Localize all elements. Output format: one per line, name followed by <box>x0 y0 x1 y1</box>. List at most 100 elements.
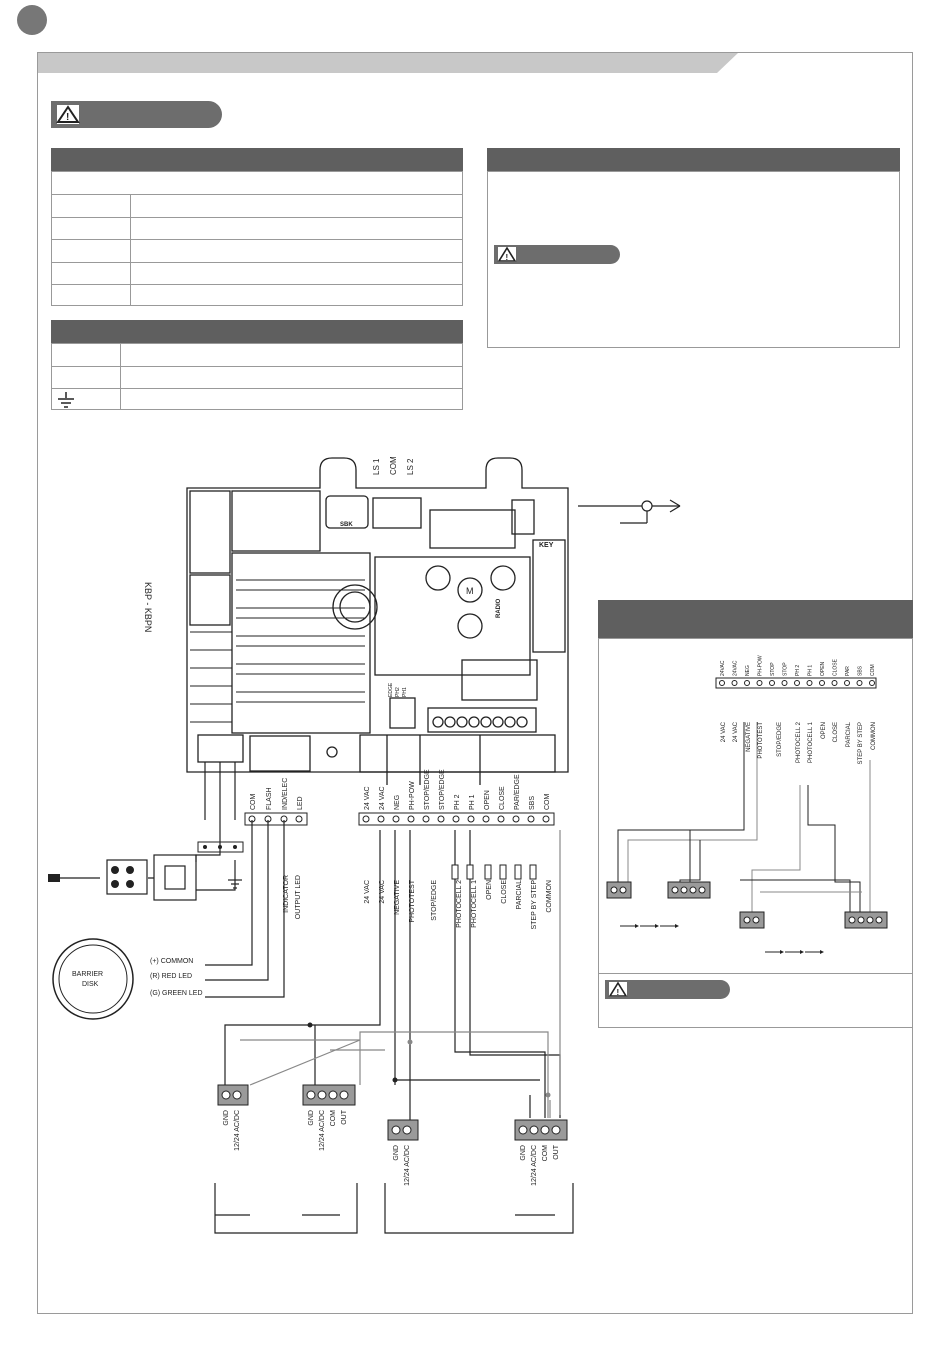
side-terminal-label: PH 2 <box>795 665 801 676</box>
right-terminal-screw <box>392 815 400 823</box>
side-terminal-desc: PHOTOCELL 2 <box>796 721 802 763</box>
right-terminal-desc: OPEN <box>486 880 493 900</box>
right-terminal-screw <box>437 815 445 823</box>
left-terminal-label: COM <box>250 794 257 811</box>
table2-header <box>51 320 463 343</box>
svg-text:!: ! <box>506 253 509 262</box>
right-terminal-label: 24 VAC <box>379 786 386 810</box>
side-terminal-label: 24VAC <box>733 660 739 676</box>
side-terminal-screw <box>806 680 813 686</box>
svg-text:!: ! <box>617 988 620 997</box>
left-terminal-screw <box>248 815 256 823</box>
right-terminal-desc: 24 VAC <box>379 880 386 904</box>
side-photocell-tx1 <box>606 881 632 899</box>
side-terminal-label: OPEN <box>820 661 826 676</box>
board-label-key: KEY <box>539 542 554 549</box>
svg-text:!: ! <box>66 112 69 123</box>
side-terminal-desc: 24 VAC <box>721 721 727 742</box>
photocell-tx1-label: 12/24 AC/DC <box>234 1110 241 1151</box>
photocell-rx1-label: 12/24 AC/DC <box>319 1110 326 1151</box>
left-terminal-screw <box>295 815 303 823</box>
board-label-sbk: SBK <box>340 522 353 528</box>
photocell-rx1-label: OUT <box>341 1109 348 1125</box>
right-terminal-label: 24 VAC <box>364 786 371 810</box>
side-terminal-desc: CLOSE <box>833 722 839 742</box>
side-terminal-desc: PHOTOCELL 1 <box>808 721 814 763</box>
photocell-rx2-label: GND <box>520 1145 527 1161</box>
side-terminal-screw <box>794 680 800 686</box>
side-terminal-screw <box>844 680 850 686</box>
side-terminal-screw <box>869 680 875 686</box>
photocell-tx2-label: GND <box>393 1145 400 1161</box>
right-terminal-desc: STOP/EDGE <box>431 880 438 921</box>
right-terminal-desc: COMMON <box>546 880 553 913</box>
side-terminal-desc: COMMON <box>871 722 877 750</box>
photocell-tx1-label: GND <box>223 1110 230 1126</box>
right-terminal-label: PH 2 <box>454 794 461 810</box>
side-terminal-screw <box>756 680 763 686</box>
board-label-ls1: LS 1 <box>372 458 381 475</box>
side-terminal-desc: NEGATIVE <box>746 722 752 752</box>
side-warning-banner: ! <box>605 980 730 999</box>
right-terminal-desc: STEP BY STEP <box>531 880 538 930</box>
contact-switch <box>514 864 522 880</box>
page-marker-dot <box>17 5 47 35</box>
contact-switch <box>484 864 492 880</box>
contact-switch <box>451 864 459 880</box>
photocells: GND 12/24 AC/DC GND 12/24 AC/DC COM OUT GND 12/… <box>217 1084 568 1186</box>
right-terminal-screw <box>512 815 520 823</box>
side-panel-header <box>598 600 913 638</box>
right-terminal-label: OPEN <box>484 790 491 810</box>
right-terminal-screw <box>377 815 385 823</box>
table2 <box>51 343 463 410</box>
dip-label-edge: EDGE <box>388 682 394 697</box>
left-terminal-label: LED <box>297 796 304 810</box>
photocell-tx2-label: 12/24 AC/DC <box>404 1145 411 1186</box>
left-terminal-desc: INDICATOR <box>283 875 290 913</box>
control-board <box>186 457 569 785</box>
side-terminal-label: CLOSE <box>833 658 839 676</box>
side-terminal-label: STOP <box>783 662 789 676</box>
right-terminal-label: PH-POW <box>409 781 416 810</box>
power-supply <box>55 820 242 901</box>
right-terminal-strip: 24 VAC 24 VAC NEG PH-POW STOP/EDGE STOP/EDGE P… <box>358 769 555 930</box>
side-photocell-rx1 <box>667 881 711 899</box>
photocell-rx2-label: COM <box>542 1145 549 1162</box>
right-terminal-screw <box>452 815 460 823</box>
warning-icon: ! <box>608 981 628 997</box>
side-terminal-desc: PARCIAL <box>846 721 852 747</box>
barrier-wire-common: (+) COMMON <box>150 958 193 965</box>
board-label-com: COM <box>389 456 398 475</box>
photocell-rx2-label: 12/24 AC/DC <box>531 1145 538 1186</box>
side-terminal-screw <box>856 680 863 686</box>
right-terminal-screw <box>527 815 535 823</box>
contact-switch <box>499 864 507 880</box>
side-terminal-screw <box>769 680 775 686</box>
info-box-header <box>487 148 900 171</box>
right-terminal-label: STOP/EDGE <box>439 769 446 810</box>
side-terminal-label: NEG <box>745 665 751 676</box>
right-terminal-desc: PHOTOTEST <box>409 879 416 922</box>
right-terminal-screw <box>482 815 490 823</box>
right-terminal-screw <box>542 815 550 823</box>
side-terminal-desc: 24 VAC <box>733 721 739 742</box>
warning-banner: ! <box>51 101 222 128</box>
side-photocell-tx2 <box>739 911 765 929</box>
side-terminal-label: PH 1 <box>808 665 814 676</box>
board-label-m: M <box>466 586 474 596</box>
right-terminal-label: NEG <box>394 795 401 810</box>
side-terminal-label: PH-POW <box>758 655 764 676</box>
right-terminal-desc: 24 VAC <box>364 880 371 904</box>
side-terminal-screw <box>781 680 788 686</box>
side-terminal-screw <box>831 680 838 686</box>
contact-switch <box>529 864 537 880</box>
left-terminal-screw <box>280 815 288 823</box>
right-terminal-desc: PARCIAL <box>516 880 523 910</box>
right-terminal-screw <box>362 815 370 823</box>
right-terminal-screw <box>467 815 475 823</box>
left-terminal-desc: OUTPUT LED <box>295 875 302 919</box>
warning-icon: ! <box>56 105 80 124</box>
photocell-rx2-label: OUT <box>553 1144 560 1160</box>
